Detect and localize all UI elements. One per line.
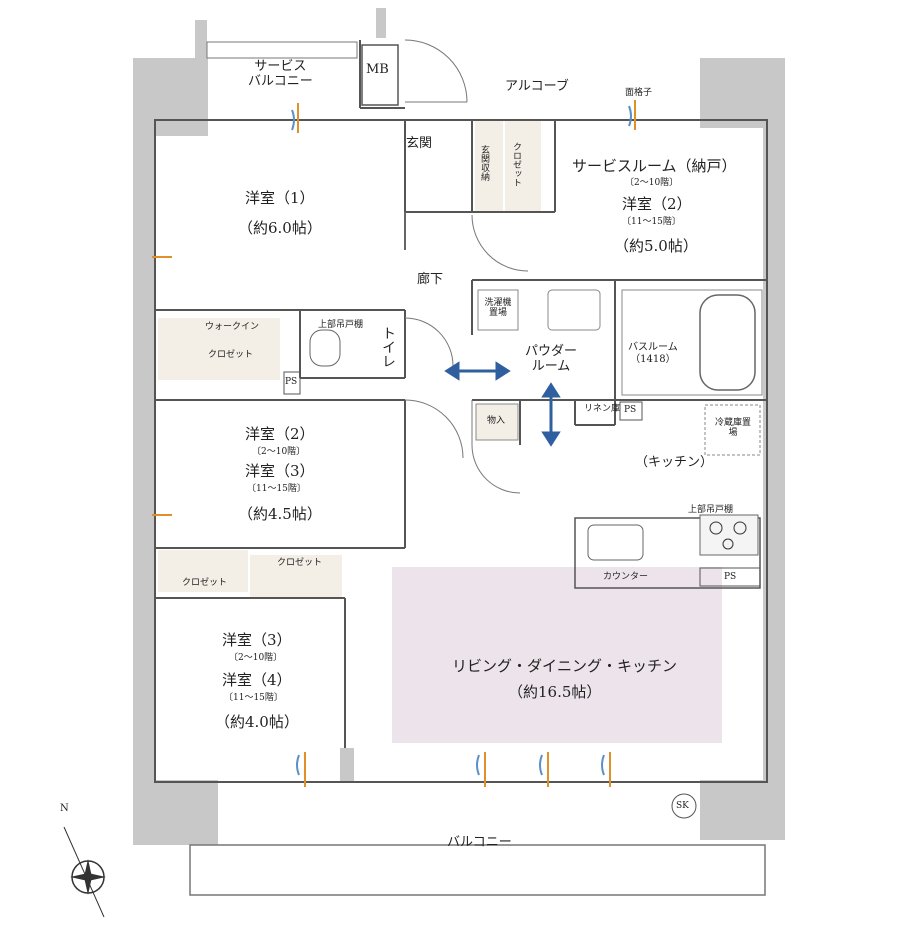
- linen-label: リネン庫: [584, 404, 621, 414]
- kitchen-counter: [574, 517, 761, 589]
- ps-label-toilet: PS: [285, 377, 298, 387]
- service-room-floors: 〔2～10階〕: [625, 178, 679, 188]
- service-room-label: サービスルーム（納戸）: [572, 157, 737, 175]
- room-40-size: （約4.0帖）: [215, 713, 299, 731]
- western-room-2-floors: 〔2～10階〕: [252, 447, 306, 457]
- bathtub: [699, 294, 756, 391]
- service-balcony-railing: [206, 41, 358, 59]
- fridge-box: [704, 404, 761, 456]
- sk-circle: [671, 793, 697, 819]
- closet-fill-left: [158, 550, 248, 592]
- linen-ps-box: [619, 401, 643, 421]
- bathroom-outline: [621, 289, 763, 396]
- walkin-label: ウォークイン: [205, 322, 260, 332]
- stove: [699, 514, 759, 556]
- washer-box: [477, 289, 519, 331]
- hallway-label: 廊下: [417, 272, 444, 287]
- storage-box: [475, 403, 519, 441]
- bathroom-label: バスルーム （1418）: [628, 342, 678, 365]
- closet-left-label: クロゼット: [182, 578, 228, 588]
- western-room-4-label: 洋室（4）: [222, 671, 292, 689]
- western-room-3-label: 洋室（3）: [245, 462, 315, 480]
- washer-label: 洗濯機置場: [484, 298, 512, 319]
- service-balcony-label: サービス バルコニー: [248, 59, 313, 89]
- alcove-label: アルコーブ: [505, 79, 569, 94]
- western-room-1-size: （約6.0帖）: [238, 219, 322, 237]
- ldk-size: （約16.5帖）: [508, 683, 602, 701]
- storage-label: 物入: [487, 416, 506, 426]
- kitchen-label: （キッチン）: [635, 455, 714, 470]
- western-room-3b-floors: 〔2～10階〕: [229, 653, 283, 663]
- north-label: N: [60, 803, 69, 814]
- sink: [587, 524, 644, 561]
- western-room-2-label: 洋室（2）: [245, 425, 315, 443]
- western-room-1-label: 洋室（1）: [245, 189, 315, 207]
- toilet-fixture: [309, 329, 341, 367]
- door-swings: [404, 39, 529, 494]
- powder-room-label: パウダー ルーム: [525, 344, 578, 374]
- ventilation-arrows: [152, 100, 636, 787]
- kitchen-shelf-label: 上部吊戸棚: [688, 505, 734, 515]
- ldk-label: リビング・ダイニング・キッチン: [452, 657, 678, 675]
- entry-closet-label: クロゼット: [511, 142, 521, 187]
- western-room-4-floors: 〔11～15階〕: [224, 693, 283, 703]
- vanity: [547, 289, 601, 331]
- fridge-label: 冷蔵庫置場: [715, 418, 752, 439]
- balcony-label: バルコニー: [447, 835, 512, 850]
- partition-walls: [154, 40, 768, 783]
- ps-label-kitchen: PS: [724, 572, 737, 582]
- room-45-size: （約4.5帖）: [238, 505, 322, 523]
- counter-label: カウンター: [603, 572, 649, 582]
- western-room-3b-label: 洋室（3）: [222, 631, 292, 649]
- toilet-label: トイレ: [380, 326, 396, 368]
- structural-walls: [133, 8, 785, 845]
- kitchen-ps-box: [699, 567, 761, 587]
- balcony-railing: [189, 844, 766, 896]
- mb-box: [361, 44, 399, 106]
- sk-label: SK: [676, 801, 689, 811]
- flow-arrows: [444, 361, 561, 447]
- lattice-label: 面格子: [625, 88, 653, 98]
- entry-closet-fill: [505, 120, 541, 212]
- mb-label: MB: [366, 62, 389, 77]
- western-room-2-alt-label: 洋室（2）: [622, 195, 692, 213]
- toilet-ps-box: [283, 371, 301, 395]
- toilet-shelf-label: 上部吊戸棚: [318, 320, 364, 330]
- compass-icon: [63, 826, 106, 918]
- walkin-closet-label: クロゼット: [208, 350, 254, 360]
- ps-label-linen: PS: [624, 405, 637, 415]
- entrance-storage-fill: [475, 120, 503, 212]
- closet-fill-right: [250, 555, 342, 597]
- walkin-closet-fill: [158, 318, 280, 380]
- entrance-label: 玄関: [406, 136, 433, 151]
- service-room-size: （約5.0帖）: [614, 237, 698, 255]
- entrance-storage-label: 玄関収納: [479, 145, 489, 181]
- closet-right-label: クロゼット: [277, 558, 323, 568]
- western-room-2-alt-floors: 〔11～15階〕: [622, 217, 681, 227]
- western-room-3-floors: 〔11～15階〕: [247, 484, 306, 494]
